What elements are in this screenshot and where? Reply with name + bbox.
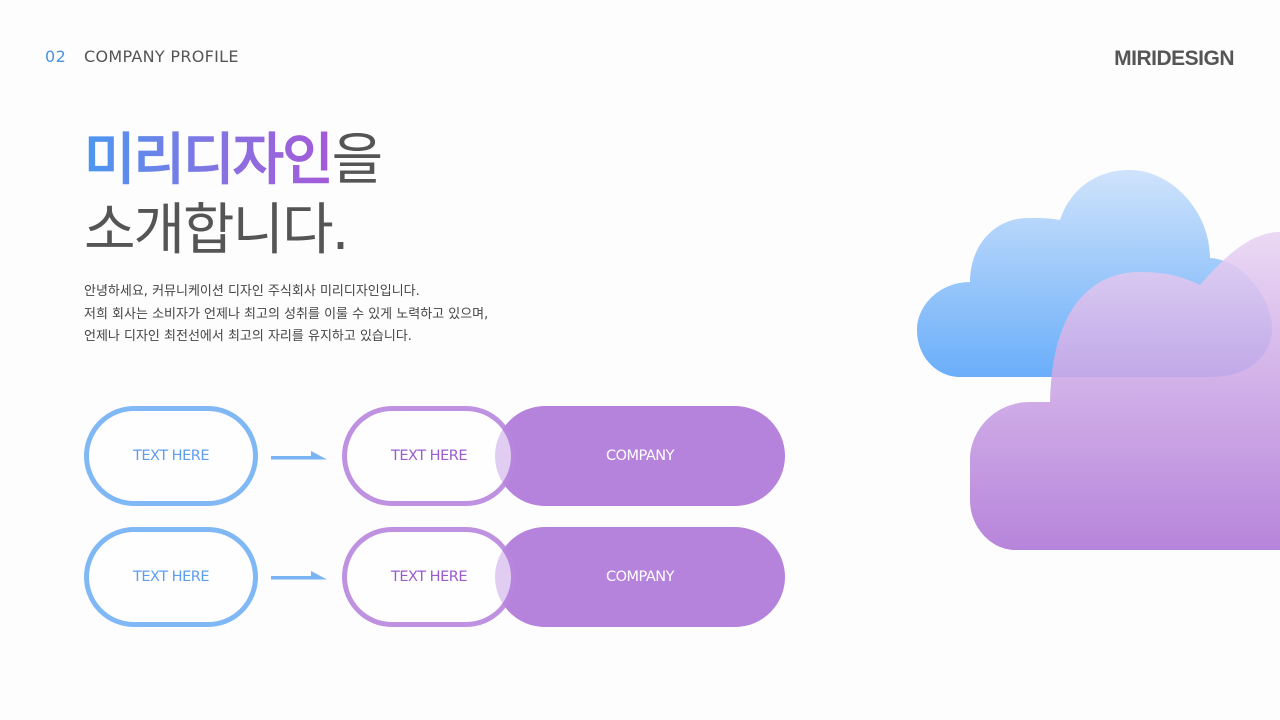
flow-end-label: COMPANY	[606, 448, 675, 464]
headline-highlight: 미리디자인	[84, 128, 334, 193]
arrow-right-icon	[271, 571, 327, 580]
description-line: 안녕하세요, 커뮤니케이션 디자인 주식회사 미리디자인입니다.	[84, 284, 420, 299]
section-number: 02	[45, 47, 67, 66]
description-line: 저희 회사는 소비자가 언제나 최고의 성취를 이룰 수 있게 노력하고 있으며…	[84, 306, 489, 322]
brand-logo: MIRIDESIGN	[1114, 47, 1234, 70]
purple-cloud-shape	[970, 232, 1280, 550]
flow-start-pill: TEXT HERE	[84, 406, 258, 506]
flow-start-pill: TEXT HERE	[84, 527, 258, 627]
company-description: 안녕하세요, 커뮤니케이션 디자인 주식회사 미리디자인입니다. 저희 회사는 …	[84, 281, 488, 349]
flow-end-label: COMPANY	[606, 569, 675, 585]
headline-line2: 소개합니다.	[84, 198, 349, 263]
flow-end-pill: COMPANY	[495, 406, 785, 506]
cloud-icon	[917, 170, 1280, 550]
arrow-right-icon	[271, 451, 327, 460]
flow-middle-pill: TEXT HERE	[342, 527, 516, 627]
page-headline: 미리디자인을 소개합니다.	[84, 126, 384, 266]
flow-middle-pill: TEXT HERE	[342, 406, 516, 506]
flow-middle-label: TEXT HERE	[391, 569, 467, 585]
flow-middle-label: TEXT HERE	[391, 448, 467, 464]
headline-suffix: 을	[331, 128, 384, 193]
section-title: COMPANY PROFILE	[84, 47, 239, 66]
flow-start-label: TEXT HERE	[133, 569, 209, 585]
flow-start-label: TEXT HERE	[133, 448, 209, 464]
flow-end-pill: COMPANY	[495, 527, 785, 627]
description-line: 언제나 디자인 최전선에서 최고의 자리를 유지하고 있습니다.	[84, 329, 412, 344]
